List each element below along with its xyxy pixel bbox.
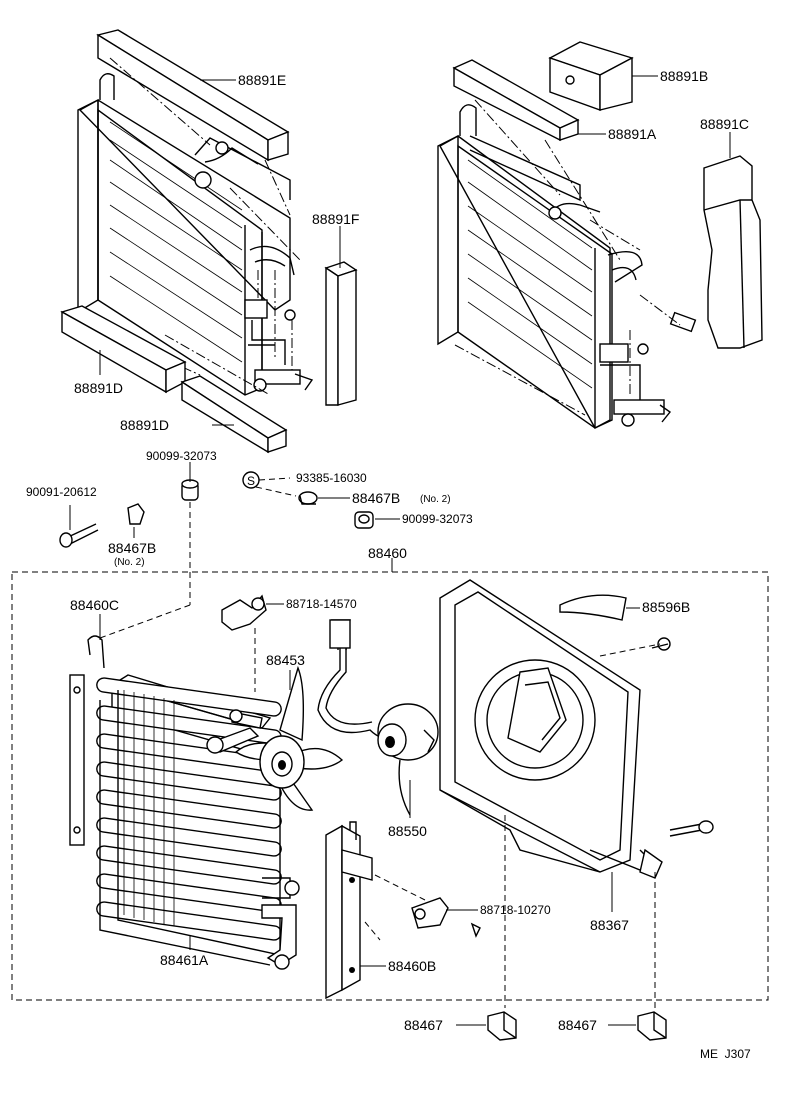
fins-ur xyxy=(467,159,593,389)
label-88891E: 88891E xyxy=(238,72,286,88)
label-88461A: 88461A xyxy=(160,952,209,968)
clip-88718-14570 xyxy=(221,594,267,692)
seal-88891E xyxy=(96,29,290,162)
fan-shroud-88367 xyxy=(439,579,663,1008)
label-88467B-a-note: (No. 2) xyxy=(420,494,451,505)
seal-88891C xyxy=(703,155,763,349)
condenser-upper-left xyxy=(60,29,358,454)
seal-88891D-2 xyxy=(180,375,288,454)
label-93385-16030: 93385-16030 xyxy=(296,471,367,485)
label-88460: 88460 xyxy=(368,545,407,561)
shroud-bolts xyxy=(599,637,714,837)
label-88891D-2: 88891D xyxy=(120,417,169,433)
seal-88891B xyxy=(548,41,634,111)
bracket-88460C xyxy=(69,604,191,846)
label-88718-10270: 88718-10270 xyxy=(480,903,551,917)
label-88460C: 88460C xyxy=(70,597,119,613)
clip-88467-1 xyxy=(487,1011,517,1041)
label-88453: 88453 xyxy=(266,652,305,668)
nut-90099-32073-b xyxy=(354,511,374,529)
label-88718-14570: 88718-14570 xyxy=(286,597,357,611)
clip-88467B-a xyxy=(298,491,318,505)
label-88891B: 88891B xyxy=(660,68,708,84)
label-88891F: 88891F xyxy=(312,211,359,227)
seal-88596B xyxy=(559,594,627,621)
clip-88467-2 xyxy=(637,1011,667,1041)
condenser-upper-right xyxy=(437,41,763,429)
label-88467B-b: 88467B xyxy=(108,540,156,556)
nut-90099-32073-a xyxy=(181,479,199,501)
fan-motor-88550 xyxy=(317,619,439,816)
label-88467B-b-note: (No. 2) xyxy=(114,557,145,568)
label-88467-1: 88467 xyxy=(404,1017,443,1033)
seal-88891A xyxy=(452,59,580,142)
s-symbol: S xyxy=(247,474,255,488)
label-88367: 88367 xyxy=(590,917,629,933)
label-88891A: 88891A xyxy=(608,126,657,142)
clip-88467B-b xyxy=(127,503,145,538)
fan-88453 xyxy=(234,665,344,811)
label-88891C: 88891C xyxy=(700,116,749,132)
seal-88891F xyxy=(324,261,358,406)
label-90099-32073-a: 90099-32073 xyxy=(146,449,217,463)
connector-88718-10270 xyxy=(411,897,481,938)
label-88467-2: 88467 xyxy=(558,1017,597,1033)
bolt-90091-20612 xyxy=(59,505,99,548)
reference-code: ME J307 xyxy=(700,1047,751,1061)
bolts-and-nuts: S xyxy=(59,471,374,605)
label-88891D-1: 88891D xyxy=(74,380,123,396)
bracket-88460B xyxy=(325,821,426,1000)
seal-88891D-1 xyxy=(60,305,187,394)
label-88460B: 88460B xyxy=(388,958,436,974)
condenser-88461A xyxy=(96,674,300,970)
label-90099-32073-b: 90099-32073 xyxy=(402,512,473,526)
label-90091-20612: 90091-20612 xyxy=(26,485,97,499)
fins-ul xyxy=(109,121,243,363)
label-88467B-a: 88467B xyxy=(352,490,400,506)
label-88596B: 88596B xyxy=(642,599,690,615)
label-88550: 88550 xyxy=(388,823,427,839)
condenser-fins xyxy=(123,690,175,926)
assembly-88460-frame xyxy=(11,571,769,1001)
